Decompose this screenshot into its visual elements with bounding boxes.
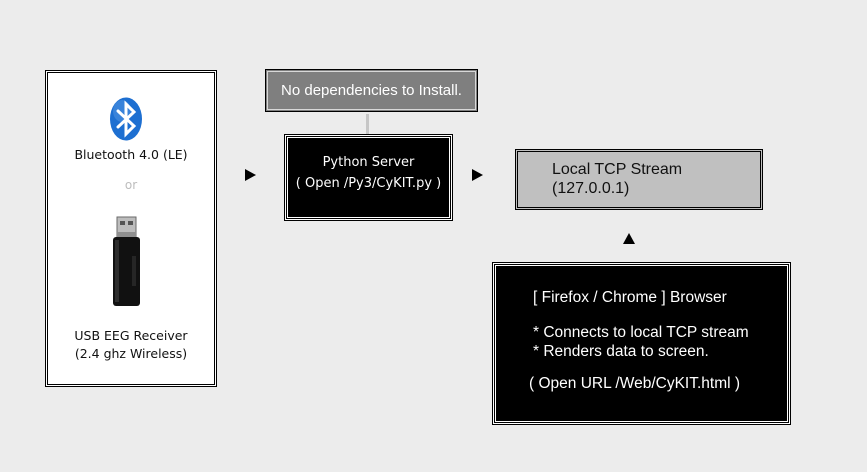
python-server-box: Python Server ( Open /Py3/CyKIT.py ): [284, 134, 453, 221]
arrow-up-icon: [623, 233, 635, 244]
browser-box: [ Firefox / Chrome ] Browser * Connects …: [492, 262, 791, 425]
input-devices-panel: Bluetooth 4.0 (LE) or USB EEG Receiver (…: [45, 70, 217, 387]
browser-url-note: ( Open URL /Web/CyKIT.html ): [529, 375, 741, 392]
browser-title: [ Firefox / Chrome ] Browser: [533, 289, 727, 306]
server-title: Python Server: [322, 155, 415, 170]
tcp-stream-box: Local TCP Stream (127.0.0.1): [515, 149, 763, 210]
usb-label-line1: USB EEG Receiver: [74, 328, 188, 343]
arrow-right-icon: [472, 169, 483, 181]
connector-line: [366, 114, 369, 134]
or-label: or: [124, 178, 138, 192]
server-command: ( Open /Py3/CyKIT.py ): [295, 176, 442, 191]
browser-bullet: * Connects to local TCP stream: [533, 324, 749, 341]
bluetooth-label: Bluetooth 4.0 (LE): [74, 147, 188, 162]
dependencies-note: No dependencies to Install.: [265, 69, 478, 112]
usb-dongle-icon: [113, 216, 140, 306]
tcp-address: (127.0.0.1): [552, 180, 630, 197]
arrow-right-icon: [245, 169, 256, 181]
browser-bullet: * Renders data to screen.: [533, 343, 709, 360]
usb-label-line2: (2.4 ghz Wireless): [74, 346, 188, 361]
usb-receiver-label: USB EEG Receiver (2.4 ghz Wireless): [48, 327, 214, 363]
bluetooth-icon: [110, 97, 142, 141]
dependencies-note-text: No dependencies to Install.: [281, 82, 462, 99]
tcp-title: Local TCP Stream: [552, 161, 683, 178]
